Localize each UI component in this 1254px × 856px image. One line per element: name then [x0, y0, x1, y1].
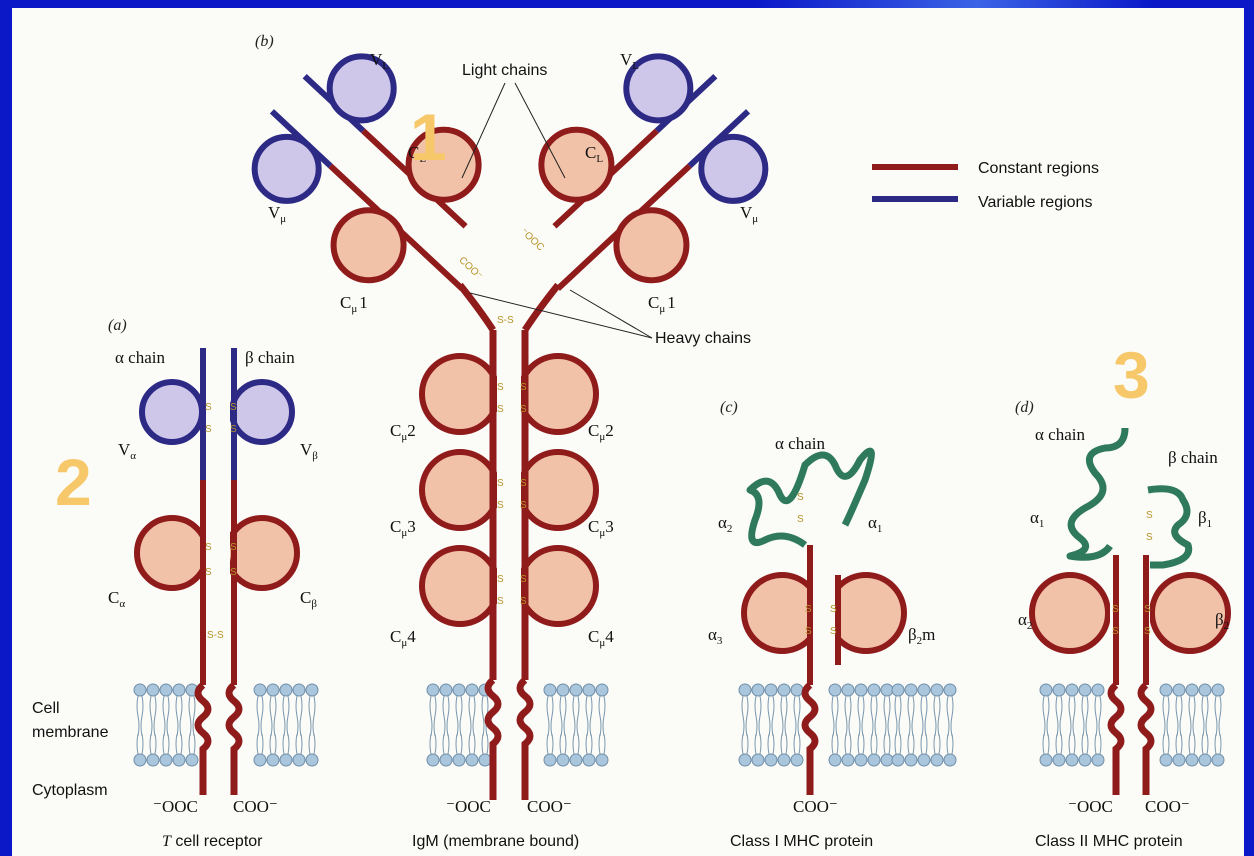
mhc2-structure: (d) α chain β chain SS SS SS α1 β1 α2 β2… [1015, 399, 1229, 850]
igm-ooc: ⁻OOC [446, 797, 491, 816]
legend-variable-label: Variable regions [978, 194, 1092, 211]
svg-text:S: S [797, 492, 804, 503]
igm-vl-left: VL [370, 50, 389, 72]
svg-text:S: S [497, 500, 504, 511]
svg-text:S: S [205, 424, 212, 435]
igm-caption: IgM (membrane bound) [412, 833, 579, 850]
tcr-coo: COO⁻ [233, 797, 278, 816]
svg-text:S: S [497, 382, 504, 393]
mhc1-b2m: β2m [908, 625, 935, 647]
svg-text:S: S [520, 382, 527, 393]
svg-text:S: S [520, 404, 527, 415]
mhc2-alpha1: α1 [1030, 508, 1044, 530]
igm-coo-upper-left: COO⁻ [456, 255, 484, 282]
igm-ss-hinge: S-S [497, 315, 514, 326]
igm-cmu3-right: Cμ3 [588, 517, 614, 539]
panel-c-letter: (c) [720, 399, 738, 416]
tcr-c-beta: Cβ [300, 588, 317, 610]
cytoplasm-label: Cytoplasm [32, 782, 108, 799]
mhc2-alpha-chain-label: α chain [1035, 425, 1085, 444]
mhc2-beta-chain-label: β chain [1168, 448, 1218, 467]
igm-cmu2-left: Cμ2 [390, 421, 416, 443]
svg-text:S: S [1144, 626, 1151, 637]
svg-text:S: S [205, 402, 212, 413]
svg-text:S: S [1144, 604, 1151, 615]
tcr-v-alpha: Vα [118, 440, 136, 462]
svg-text:S: S [497, 574, 504, 585]
svg-text:S: S [1112, 626, 1119, 637]
svg-text:S: S [520, 500, 527, 511]
svg-text:S: S [497, 404, 504, 415]
mhc1-alpha1: α1 [868, 513, 882, 535]
svg-text:S: S [830, 604, 837, 615]
legend: Constant regions Variable regions [872, 160, 1099, 211]
svg-text:S: S [830, 626, 837, 637]
panel-a-letter: (a) [108, 317, 127, 334]
legend-constant-label: Constant regions [978, 160, 1099, 177]
svg-text:S: S [520, 574, 527, 585]
mhc2-caption: Class II MHC protein [1035, 833, 1183, 850]
svg-text:S: S [205, 542, 212, 553]
igm-vmu-right: Vμ [740, 203, 758, 225]
mhc1-caption: Class I MHC protein [730, 833, 873, 850]
marker-number-2: 2 [55, 445, 92, 519]
igm-cmu3-left: Cμ3 [390, 517, 416, 539]
mhc2-beta1: β1 [1198, 508, 1212, 530]
svg-text:S: S [1146, 532, 1153, 543]
svg-text:S: S [520, 478, 527, 489]
mhc1-alpha-chain-label: α chain [775, 434, 825, 453]
svg-text:S: S [797, 514, 804, 525]
svg-text:S: S [230, 424, 237, 435]
cell-membrane-label: Cell [32, 700, 60, 717]
svg-text:S: S [1112, 604, 1119, 615]
mhc1-coo: COO⁻ [793, 797, 838, 816]
tcr-ooc: ⁻OOC [153, 797, 198, 816]
svg-text:S: S [805, 626, 812, 637]
mhc2-beta1-loop [1148, 489, 1189, 565]
igm-coo: COO⁻ [527, 797, 572, 816]
svg-text:S: S [520, 596, 527, 607]
svg-text:S: S [205, 567, 212, 578]
tcr-c-alpha: Cα [108, 588, 125, 610]
svg-text:S: S [497, 596, 504, 607]
tcr-beta-chain-label: β chain [245, 348, 295, 367]
mhc1-alpha3: α3 [708, 625, 723, 647]
svg-text:S: S [230, 542, 237, 553]
igm-vmu-left: Vμ [268, 203, 286, 225]
marker-number-3: 3 [1113, 338, 1150, 412]
panel-d-letter: (d) [1015, 399, 1034, 416]
cell-membrane-label-2: membrane [32, 724, 109, 741]
mhc1-alpha2: α2 [718, 513, 732, 535]
mhc2-ooc: ⁻OOC [1068, 797, 1113, 816]
igm-cmu4-left: Cμ4 [390, 627, 416, 649]
mhc1-alpha-loops [750, 451, 871, 545]
igm-cmu4-right: Cμ4 [588, 627, 614, 649]
igm-cmu2-right: Cμ2 [588, 421, 614, 443]
igm-ooc-upper-right: ⁻OOC [518, 226, 546, 253]
svg-text:S: S [230, 567, 237, 578]
igm-vl-right: VL [620, 50, 639, 72]
tcr-v-beta: Vβ [300, 440, 318, 462]
svg-text:S: S [497, 478, 504, 489]
svg-text:S: S [230, 402, 237, 413]
igm-heavy-chains-label: Heavy chains [655, 330, 751, 347]
tcr-caption: T cell receptor [162, 833, 263, 850]
mhc2-alpha1-loop [1070, 428, 1125, 557]
mhc2-coo: COO⁻ [1145, 797, 1190, 816]
tcr-ss: S-S [207, 630, 224, 641]
tcr-alpha-chain-label: α chain [115, 348, 165, 367]
marker-number-1: 1 [410, 100, 447, 174]
igm-light-chains-label: Light chains [462, 62, 547, 79]
panel-b-letter: (b) [255, 33, 274, 50]
svg-text:S: S [1146, 510, 1153, 521]
mhc1-structure: (c) α chain SS SS SS α2 α1 α3 β2m COO⁻ C… [708, 399, 956, 850]
svg-text:S: S [805, 604, 812, 615]
